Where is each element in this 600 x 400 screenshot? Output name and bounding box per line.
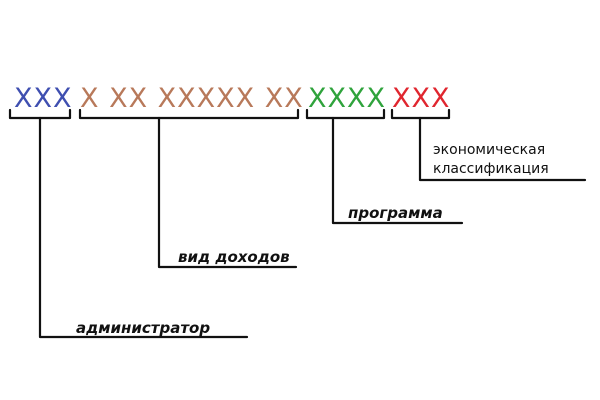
label-income: вид доходов bbox=[178, 248, 290, 266]
leader-income bbox=[157, 116, 298, 269]
label-admin: администратор bbox=[76, 319, 210, 337]
leader-econ bbox=[418, 116, 587, 182]
label-econ-line2: классификация bbox=[433, 161, 549, 177]
code-group-econ: XXX bbox=[392, 83, 451, 114]
label-program: программа bbox=[348, 204, 443, 222]
leader-admin bbox=[38, 116, 249, 339]
code-group-admin: XXX bbox=[14, 83, 73, 114]
code-group-program: XXXX bbox=[308, 83, 386, 114]
bracket-program bbox=[305, 108, 386, 120]
bracket-income bbox=[78, 108, 300, 120]
code-group-income: X XX XXXXX XX bbox=[80, 83, 304, 114]
label-econ-line1: экономическая bbox=[433, 142, 545, 158]
leader-program bbox=[331, 116, 464, 225]
